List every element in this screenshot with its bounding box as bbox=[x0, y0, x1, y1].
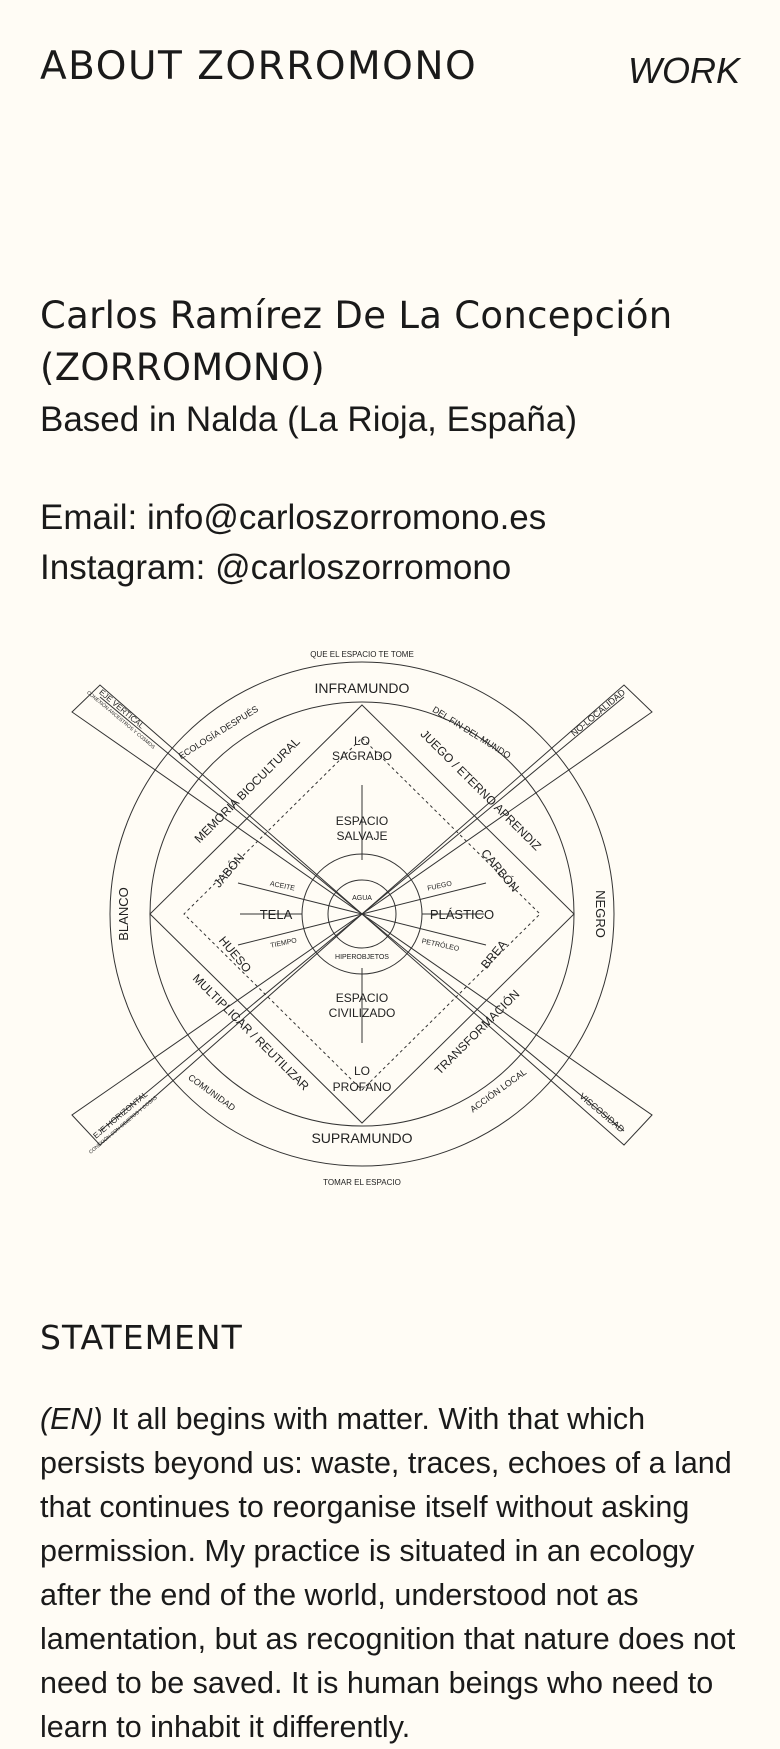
statement-heading: STATEMENT bbox=[40, 1318, 243, 1357]
diagram-label: SAGRADO bbox=[332, 749, 392, 763]
artist-name: Carlos Ramírez De La Concepción (ZORROMON… bbox=[40, 290, 760, 394]
diagram-label: LO bbox=[354, 1064, 370, 1078]
diagram-label: BREA bbox=[478, 937, 510, 971]
diagram-label: NO-LOCALIDAD bbox=[569, 687, 628, 738]
diagram-label: FUEGO bbox=[427, 880, 453, 892]
diagram-label: ESPACIO bbox=[336, 991, 388, 1005]
diagram-label: HIPEROBJETOS bbox=[335, 954, 389, 961]
diagram-label: NEGRO bbox=[593, 890, 608, 938]
diagram-label: TELA bbox=[260, 907, 293, 922]
diagram-label: CARBÓN bbox=[478, 846, 522, 895]
statement-body: It all begins with matter. With that whi… bbox=[40, 1402, 736, 1744]
diagram-label: VISCOSIDAD bbox=[577, 1091, 626, 1135]
diagram-label: HUESO bbox=[216, 934, 254, 976]
diagram-label: JUEGO / ETERNO APRENDIZ bbox=[418, 727, 544, 853]
diagram-label: INFRAMUNDO bbox=[315, 680, 410, 696]
diagram-label: CONEXIÓN CON OBJETOS Y COSAS bbox=[87, 1094, 159, 1156]
diagram-label: PETRÓLEO bbox=[421, 936, 461, 953]
diagram-label: LO bbox=[354, 734, 370, 748]
diagram-label: MEMORIA BIOCULTURAL bbox=[192, 734, 303, 845]
diagram-label: TIEMPO bbox=[270, 937, 298, 950]
diagram-label: EJE HORIZONTAL bbox=[92, 1089, 150, 1140]
location-text: Based in Nalda (La Rioja, España) bbox=[40, 400, 577, 439]
diagram-label: QUE EL ESPACIO TE TOME bbox=[310, 650, 414, 659]
statement-language-tag: (EN) bbox=[40, 1402, 103, 1436]
diagram-label: PLÁSTICO bbox=[430, 907, 494, 922]
diagram-label: AGUA bbox=[352, 895, 372, 902]
diagram-label: ESPACIO bbox=[336, 814, 388, 828]
diagram-label: ACEITE bbox=[269, 880, 296, 892]
diagram-label: TOMAR EL ESPACIO bbox=[323, 1178, 401, 1187]
site-title-link[interactable]: ABOUT ZORROMONO bbox=[40, 44, 478, 89]
artist-name-line1: Carlos Ramírez De La Concepción bbox=[40, 294, 673, 337]
statement-text: (EN) It all begins with matter. With tha… bbox=[40, 1397, 745, 1749]
diagram-label: CIVILIZADO bbox=[329, 1006, 396, 1020]
diagram-label: ACCIÓN LOCAL bbox=[468, 1067, 528, 1114]
instagram-link[interactable]: Instagram: @carloszorromono bbox=[40, 548, 512, 587]
email-link[interactable]: Email: info@carloszorromono.es bbox=[40, 498, 547, 537]
cosmology-diagram: QUE EL ESPACIO TE TOME TOMAR EL ESPACIO … bbox=[71, 650, 653, 1187]
diagram-label: ECOLOGÍA DESPUÉS bbox=[177, 704, 260, 761]
diagram-label: TRANSFORMACIÓN bbox=[431, 986, 522, 1077]
work-nav-link[interactable]: WORK bbox=[628, 50, 740, 91]
diagram-label: BLANCO bbox=[116, 887, 131, 940]
diagram-label: MULTIPLICAR / REUTILIZAR bbox=[190, 971, 312, 1093]
diagram-label: COMUNIDAD bbox=[186, 1072, 237, 1113]
diagram-label: SALVAJE bbox=[337, 829, 388, 843]
diagram-label: PROFANO bbox=[333, 1080, 392, 1094]
artist-name-line2: (ZORROMONO) bbox=[40, 346, 326, 389]
diagram-label: SUPRAMUNDO bbox=[311, 1130, 412, 1146]
diagram-label: CONEXIÓN ANCESTROS Y COSMOS bbox=[85, 689, 157, 751]
